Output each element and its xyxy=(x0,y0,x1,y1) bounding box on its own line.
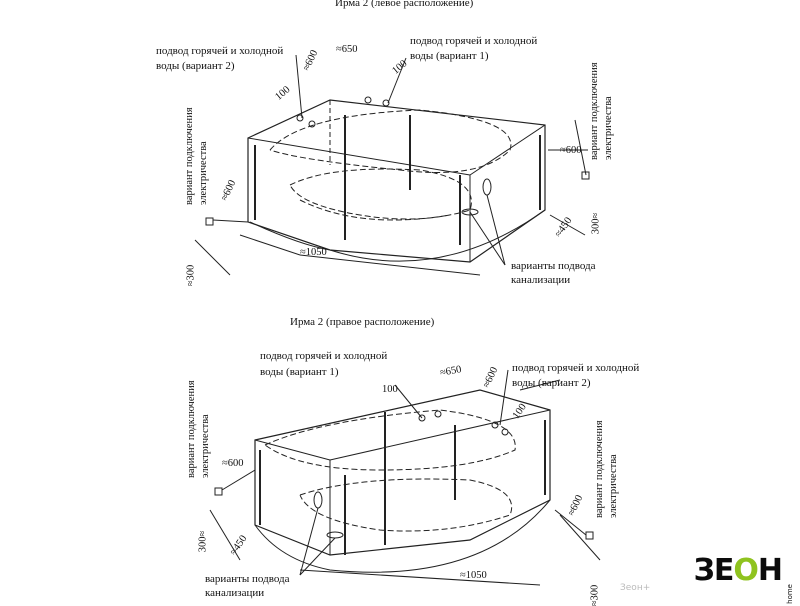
top-dim-650: ≈650 xyxy=(336,44,358,55)
top-water-supply-v1-label-line1: подвод горячей и холодной xyxy=(410,35,538,47)
bottom-drain-label-line2: канализации xyxy=(205,587,265,599)
top-electric-left-label-line2: электричества xyxy=(198,141,209,205)
bottom-water-supply-v2-label-line2: воды (вариант 2) xyxy=(512,377,591,389)
top-water-supply-v1-label-line2: воды (вариант 1) xyxy=(410,50,489,62)
top-electric-left-label-line1: вариант подключения xyxy=(184,107,195,205)
top-dim-300-right: 300≈ xyxy=(590,212,602,235)
logo-accent-letter: О xyxy=(733,553,758,588)
bottom-water-supply-v1-label-line2: воды (вариант 1) xyxy=(260,366,339,378)
bottom-dim-300-right: ≈300 xyxy=(589,584,601,606)
logo-subtext: home xyxy=(786,584,794,604)
zeon-logo: ЗЕОН xyxy=(693,553,783,588)
top-dim-300-left: ≈300 xyxy=(185,264,197,287)
bottom-dim-300-left: 300≈ xyxy=(197,530,209,553)
bottom-electric-right-label-line1: вариант подключения xyxy=(594,420,605,518)
bottom-electric-left-label-line2: электричества xyxy=(200,414,211,478)
top-water-supply-v2-label-line1: подвод горячей и холодной xyxy=(156,45,284,57)
top-diagram-title: Ирма 2 (левое расположение) xyxy=(335,0,474,9)
bottom-electric-right-label-line2: электричества xyxy=(608,454,619,518)
bottom-dim-600-left: ≈600 xyxy=(222,458,244,469)
logo-text: ЗЕОН xyxy=(693,553,783,588)
bottom-drain-label-line1: варианты подвода xyxy=(205,573,290,585)
bottom-water-supply-v1-label-line1: подвод горячей и холодной xyxy=(260,350,388,362)
top-drain-label-line2: канализации xyxy=(511,274,571,286)
bottom-bath-frame xyxy=(209,369,601,586)
bottom-electric-left-label-line1: вариант подключения xyxy=(186,380,197,478)
top-bath-frame xyxy=(194,54,590,276)
top-water-supply-v2-label-line2: воды (вариант 2) xyxy=(156,60,235,72)
top-dim-600-right: ≈600 xyxy=(560,145,582,156)
bottom-dim-1050: ≈1050 xyxy=(460,570,487,581)
watermark: Зеон+ xyxy=(620,583,651,593)
bottom-dim-100-left: 100 xyxy=(382,384,398,395)
top-electric-right-label-line2: электричества xyxy=(603,96,614,160)
top-dim-1050: ≈1050 xyxy=(300,247,327,258)
top-electric-right-label-line1: вариант подключения xyxy=(589,62,600,160)
bottom-diagram-title: Ирма 2 (правое расположение) xyxy=(290,316,435,328)
top-drain-label-line1: варианты подвода xyxy=(511,260,596,272)
bottom-water-supply-v2-label-line1: подвод горячей и холодной xyxy=(512,362,640,374)
